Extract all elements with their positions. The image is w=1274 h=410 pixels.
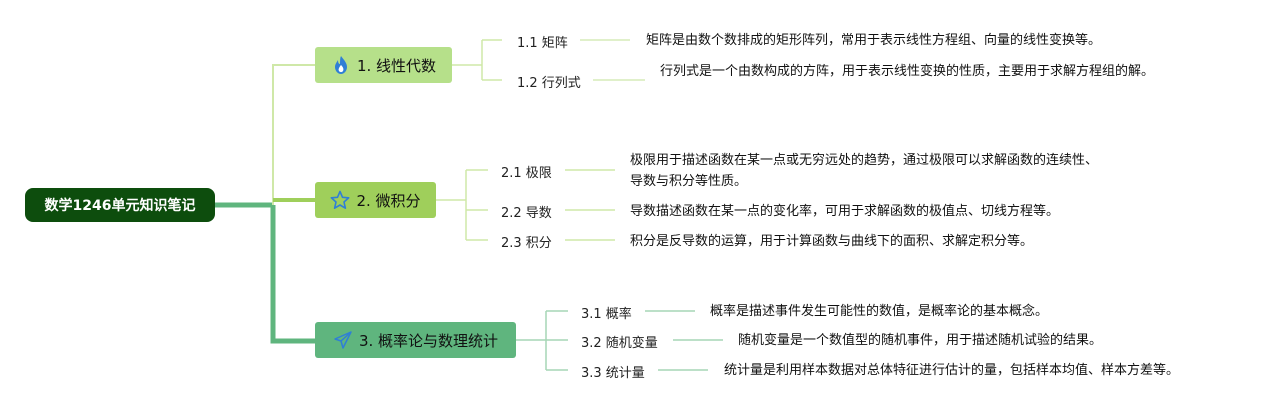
- leaf-limit[interactable]: 2.1 极限: [501, 166, 552, 181]
- branch-label: 2. 微积分: [356, 191, 421, 210]
- branch-linear-algebra[interactable]: 1. 线性代数: [315, 47, 452, 83]
- fire-icon: [331, 55, 351, 75]
- branch-label: 1. 线性代数: [356, 56, 437, 75]
- desc-probability: 概率是描述事件发生可能性的数值，是概率论的基本概念。: [710, 304, 1049, 319]
- branch-probability-statistics[interactable]: 3. 概率论与数理统计: [315, 322, 516, 358]
- paper-plane-icon: [333, 330, 353, 350]
- root-label: 数学1246单元知识笔记: [44, 198, 196, 214]
- desc-limit: 极限用于描述函数在某一点或无穷远处的趋势，通过极限可以求解函数的连续性、导数与积…: [630, 153, 1099, 189]
- desc-random-variable: 随机变量是一个数值型的随机事件，用于描述随机试验的结果。: [738, 333, 1103, 348]
- leaf-integral[interactable]: 2.3 积分: [501, 236, 552, 251]
- desc-statistic: 统计量是利用样本数据对总体特征进行估计的量，包括样本均值、样本方差等。: [724, 363, 1180, 378]
- leaf-derivative[interactable]: 2.2 导数: [501, 206, 552, 221]
- branch-label: 3. 概率论与数理统计: [358, 331, 499, 350]
- leaf-probability[interactable]: 3.1 概率: [581, 307, 632, 322]
- desc-derivative: 导数描述函数在某一点的变化率，可用于求解函数的极值点、切线方程等。: [630, 204, 1060, 219]
- desc-integral: 积分是反导数的运算，用于计算函数与曲线下的面积、求解定积分等。: [630, 234, 1034, 249]
- leaf-determinant[interactable]: 1.2 行列式: [517, 76, 581, 91]
- star-icon: [330, 190, 350, 210]
- leaf-statistic[interactable]: 3.3 统计量: [581, 366, 645, 381]
- leaf-matrix[interactable]: 1.1 矩阵: [517, 36, 568, 51]
- leaf-random-variable[interactable]: 3.2 随机变量: [581, 336, 658, 351]
- branch-calculus[interactable]: 2. 微积分: [315, 182, 436, 218]
- root-node[interactable]: 数学1246单元知识笔记: [25, 188, 215, 222]
- desc-matrix: 矩阵是由数个数排成的矩形阵列，常用于表示线性方程组、向量的线性变换等。: [646, 33, 1102, 48]
- desc-determinant: 行列式是一个由数构成的方阵，用于表示线性变换的性质，主要用于求解方程组的解。: [660, 64, 1155, 79]
